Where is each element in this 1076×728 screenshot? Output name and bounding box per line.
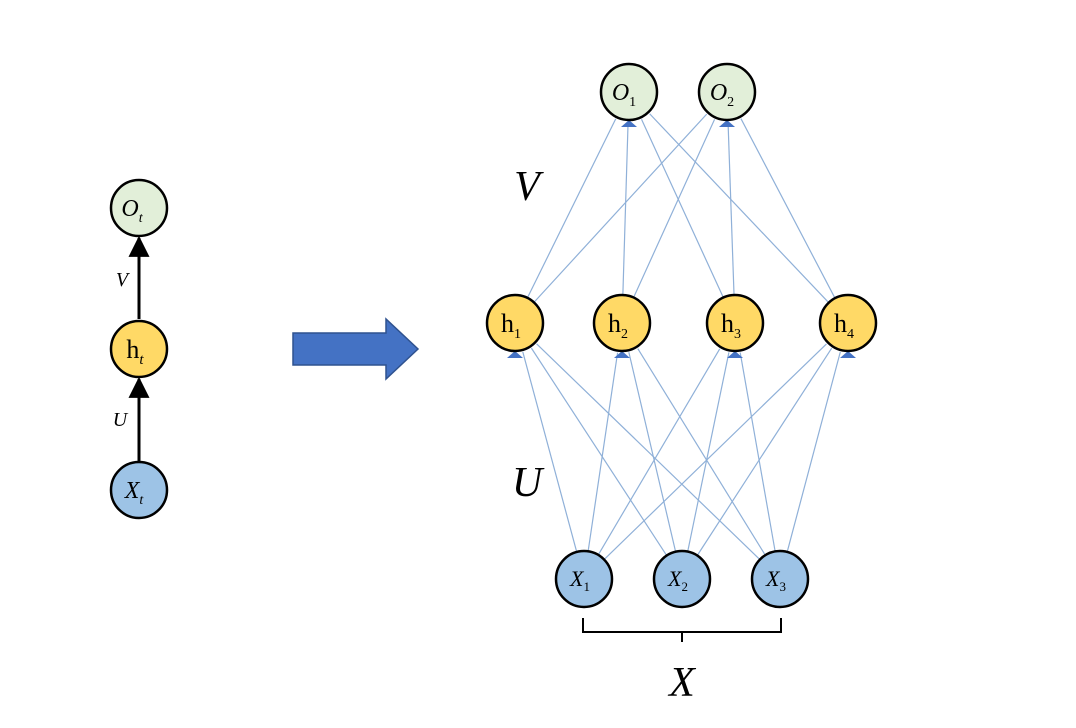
input-node-2-sub: 2 <box>681 579 688 594</box>
left-hidden-node: ht <box>109 319 169 379</box>
input-to-hidden-edge-2-2 <box>628 352 677 552</box>
input-to-hidden-edge-2-4 <box>696 347 833 556</box>
hidden-to-output-edge-2-2 <box>633 119 716 298</box>
left-input-label: X <box>124 478 141 504</box>
hidden-node-2-sub: 2 <box>621 327 628 342</box>
left-input-sub: t <box>139 493 144 508</box>
input-to-hidden-arrowhead-4 <box>840 351 856 358</box>
input-node-2-label: X <box>667 566 683 591</box>
hidden-node-3: h3 <box>705 293 765 353</box>
left-output-node: Ot <box>109 178 169 238</box>
svg-text:h4: h4 <box>834 309 854 342</box>
input-to-hidden-edge-3-4 <box>786 351 841 553</box>
output-node-2-sub: 2 <box>727 95 734 110</box>
hidden-to-output-arrowhead-2 <box>719 120 735 127</box>
input-group-brace <box>582 618 782 642</box>
left-output-circle <box>109 178 169 238</box>
output-node-2-label: O <box>710 80 727 106</box>
hidden-node-4-sub: 4 <box>847 327 854 342</box>
output-node-1: O1 <box>599 62 659 122</box>
svg-text:O2: O2 <box>710 80 734 110</box>
input-node-3: X3 <box>750 549 810 609</box>
hidden-node-3-label: h <box>721 309 734 338</box>
input-to-hidden-arrowhead-3 <box>727 351 743 358</box>
left-output-label: O <box>121 196 138 222</box>
hidden-to-output-edge-1-1 <box>526 118 617 299</box>
hidden-node-2-label: h <box>608 309 621 338</box>
right-weight-v: V <box>514 164 544 210</box>
hidden-to-output-edge-4-1 <box>649 113 830 304</box>
left-input-circle <box>109 460 169 520</box>
input-to-hidden-edge-3-1 <box>536 343 761 560</box>
input-to-hidden-edge-3-2 <box>637 348 766 556</box>
hidden-to-output-edge-2-1 <box>622 121 629 296</box>
input-to-hidden-arrowhead-1 <box>507 351 523 358</box>
svg-text:Ot: Ot <box>121 196 143 226</box>
input-to-hidden-edge-2-3 <box>687 352 730 552</box>
input-node-2: X2 <box>652 549 712 609</box>
output-node-2-circle <box>697 62 757 122</box>
output-node-1-circle <box>599 62 659 122</box>
svg-text:X1: X1 <box>569 566 590 594</box>
right-arrow-icon <box>292 317 420 381</box>
left-network: Ot V ht U Xt <box>109 178 169 520</box>
svg-text:h1: h1 <box>501 309 521 342</box>
hidden-to-output-edge-1-2 <box>533 113 708 303</box>
right-weight-u: U <box>512 460 545 506</box>
left-hidden-circle <box>109 319 169 379</box>
svg-text:X2: X2 <box>667 566 688 594</box>
output-node-1-label: O <box>612 80 629 106</box>
hidden-node-4-circle <box>818 293 878 353</box>
output-node-1-sub: 1 <box>629 95 636 110</box>
input-to-hidden-edge-3-3 <box>739 352 776 552</box>
input-group-label: X <box>667 660 697 706</box>
input-node-3-sub: 3 <box>779 579 786 594</box>
svg-text:h3: h3 <box>721 309 741 342</box>
input-node-2-circle <box>652 549 712 609</box>
hidden-node-3-circle <box>705 293 765 353</box>
svg-text:X3: X3 <box>765 566 786 594</box>
input-to-hidden-edge-2-1 <box>530 347 668 556</box>
input-node-3-circle <box>750 549 810 609</box>
input-node-1-label: X <box>569 566 585 591</box>
input-to-hidden-edge-1-2 <box>587 352 619 552</box>
left-output-sub: t <box>139 211 144 226</box>
hidden-node-1-sub: 1 <box>514 327 521 342</box>
hidden-node-1: h1 <box>485 293 545 353</box>
left-hidden-sub: t <box>139 352 144 368</box>
hidden-node-3-sub: 3 <box>734 327 741 342</box>
input-node-1-circle <box>554 549 614 609</box>
hidden-to-output-edge-4-2 <box>740 118 836 299</box>
hidden-to-output-arrowhead-1 <box>621 120 637 127</box>
hidden-to-output-edge-3-2 <box>727 121 735 296</box>
hidden-node-4: h4 <box>818 293 878 353</box>
input-to-hidden-arrowhead-2 <box>614 351 630 358</box>
hidden-node-1-circle <box>485 293 545 353</box>
input-node-1: X1 <box>554 549 614 609</box>
left-hidden-label: h <box>126 335 139 364</box>
input-node-3-label: X <box>765 566 781 591</box>
svg-text:h2: h2 <box>608 309 628 342</box>
hidden-node-1-label: h <box>501 309 514 338</box>
left-weight-v: V <box>116 269 131 291</box>
right-network-edges <box>507 113 856 560</box>
hidden-node-2: h2 <box>592 293 652 353</box>
svg-text:Xt: Xt <box>124 478 145 508</box>
svg-text:O1: O1 <box>612 80 636 110</box>
input-to-hidden-edge-1-3 <box>597 348 721 556</box>
hidden-node-4-label: h <box>834 309 847 338</box>
hidden-to-output-edge-3-1 <box>640 119 724 298</box>
left-weight-u: U <box>113 409 129 431</box>
svg-text:ht: ht <box>126 335 144 368</box>
hidden-node-2-circle <box>592 293 652 353</box>
output-node-2: O2 <box>697 62 757 122</box>
input-to-hidden-edge-1-4 <box>603 343 827 560</box>
input-to-hidden-edge-1-1 <box>522 351 578 553</box>
input-node-1-sub: 1 <box>583 579 590 594</box>
left-input-node: Xt <box>109 460 169 520</box>
